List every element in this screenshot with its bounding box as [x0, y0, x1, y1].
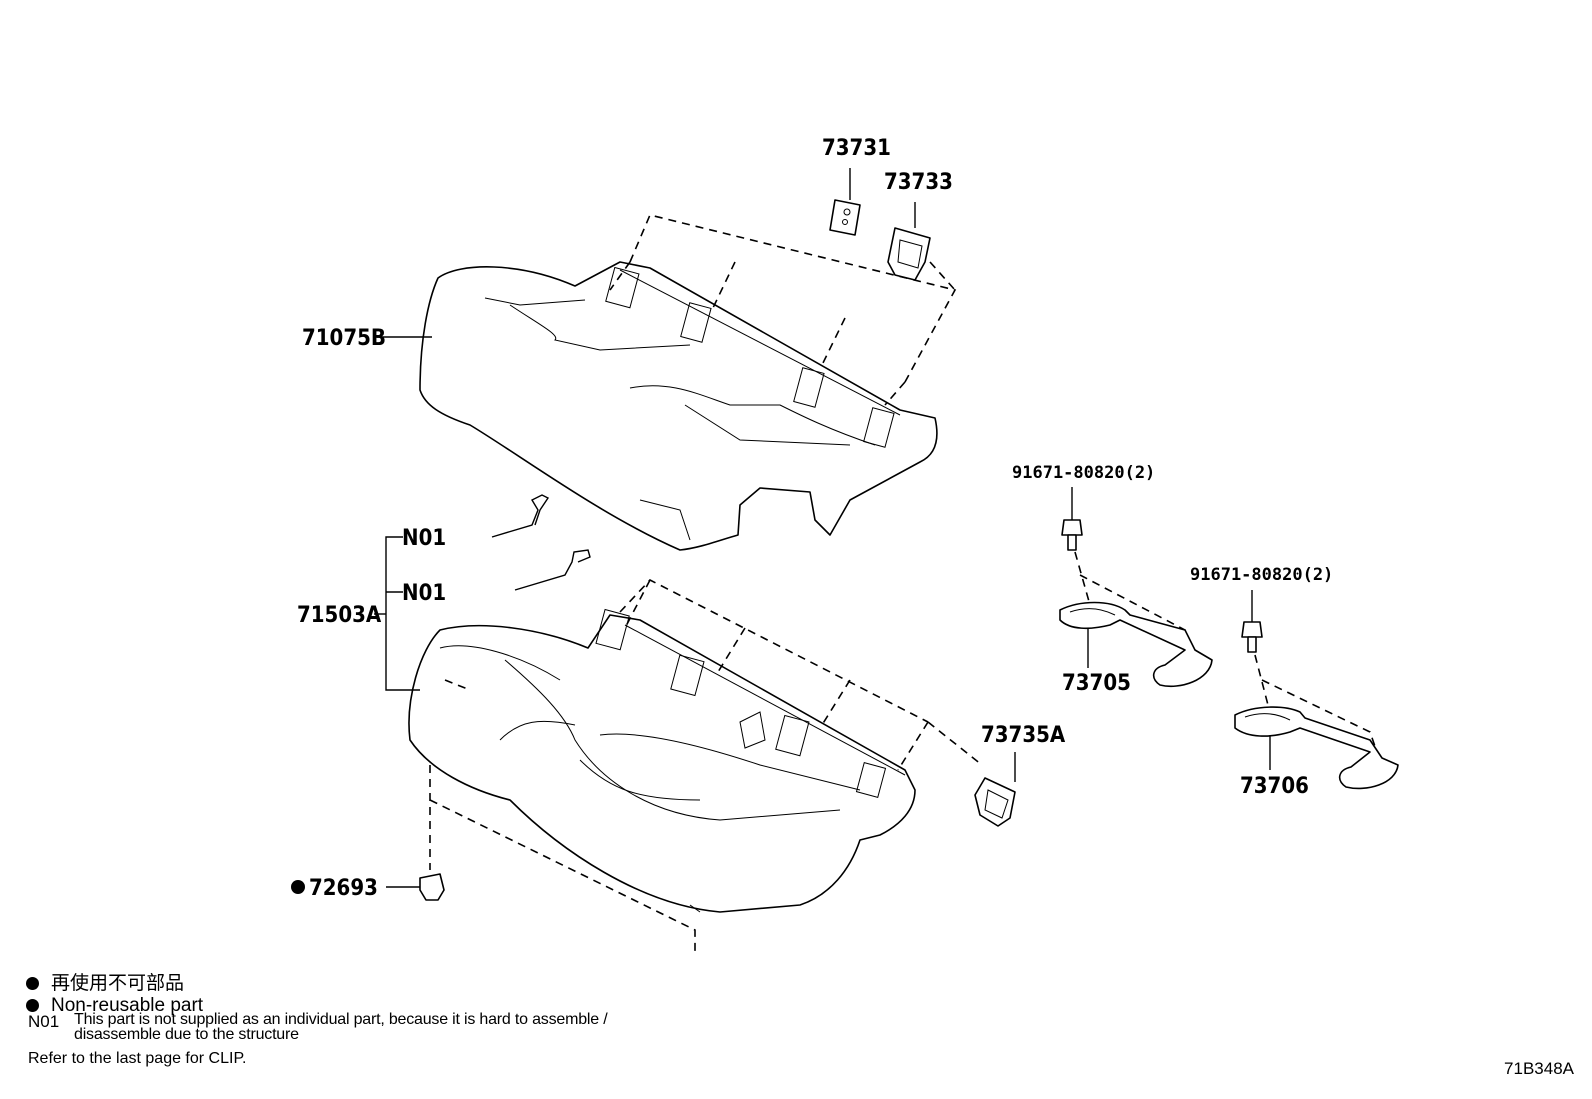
callout-73705: 73705 [1062, 671, 1131, 696]
n01-line2: disassemble due to the structure [74, 1026, 299, 1043]
callout-71503a: 71503A [297, 603, 382, 628]
bracket-73735a [974, 777, 1016, 827]
callout-n01-lower: N01 [402, 581, 446, 606]
refer-note: Refer to the last page for CLIP. [28, 1050, 247, 1067]
callout-bolt-lower: 91671-80820(2) [1190, 565, 1333, 585]
seat-cushion-71503a [408, 608, 916, 913]
callout-73731: 73731 [822, 136, 891, 161]
clip-72693 [419, 873, 445, 901]
seat-back-cover-71075b [419, 261, 938, 551]
bullet-icon [26, 999, 39, 1013]
legend-english-text: Non-reusable part [51, 995, 204, 1016]
callout-71075b: 71075B [302, 326, 386, 351]
wire-n01-upper [491, 494, 550, 538]
n01-code: N01 [28, 1012, 60, 1031]
callout-n01-upper: N01 [402, 526, 446, 551]
hook-73706 [1234, 706, 1399, 790]
callout-73706: 73706 [1240, 774, 1309, 799]
bolt-91671-lower [1241, 590, 1263, 653]
bullet-icon [26, 977, 39, 991]
bracket-73733 [887, 227, 931, 281]
hook-73705 [1059, 601, 1213, 687]
legend-japanese-text: 再使用不可部品 [51, 973, 185, 994]
legend-japanese: 再使用不可部品 [26, 968, 184, 995]
clip-73731 [829, 199, 861, 236]
callout-73735a: 73735A [981, 723, 1066, 748]
non-reusable-marker [291, 880, 305, 894]
n01-line1: This part is not supplied as an individu… [74, 1011, 608, 1028]
wire-n01-lower [514, 549, 591, 591]
callout-73733: 73733 [884, 170, 953, 195]
diagram-id: 71B348A [1504, 1059, 1574, 1078]
callout-bolt-upper: 91671-80820(2) [1012, 463, 1155, 483]
legend-n01-note: N01 This part is not supplied as an indi… [28, 1011, 608, 1043]
callout-72693: 72693 [309, 876, 378, 901]
bolt-91671-upper [1061, 487, 1083, 551]
legend-english: Non-reusable part [26, 995, 203, 1017]
